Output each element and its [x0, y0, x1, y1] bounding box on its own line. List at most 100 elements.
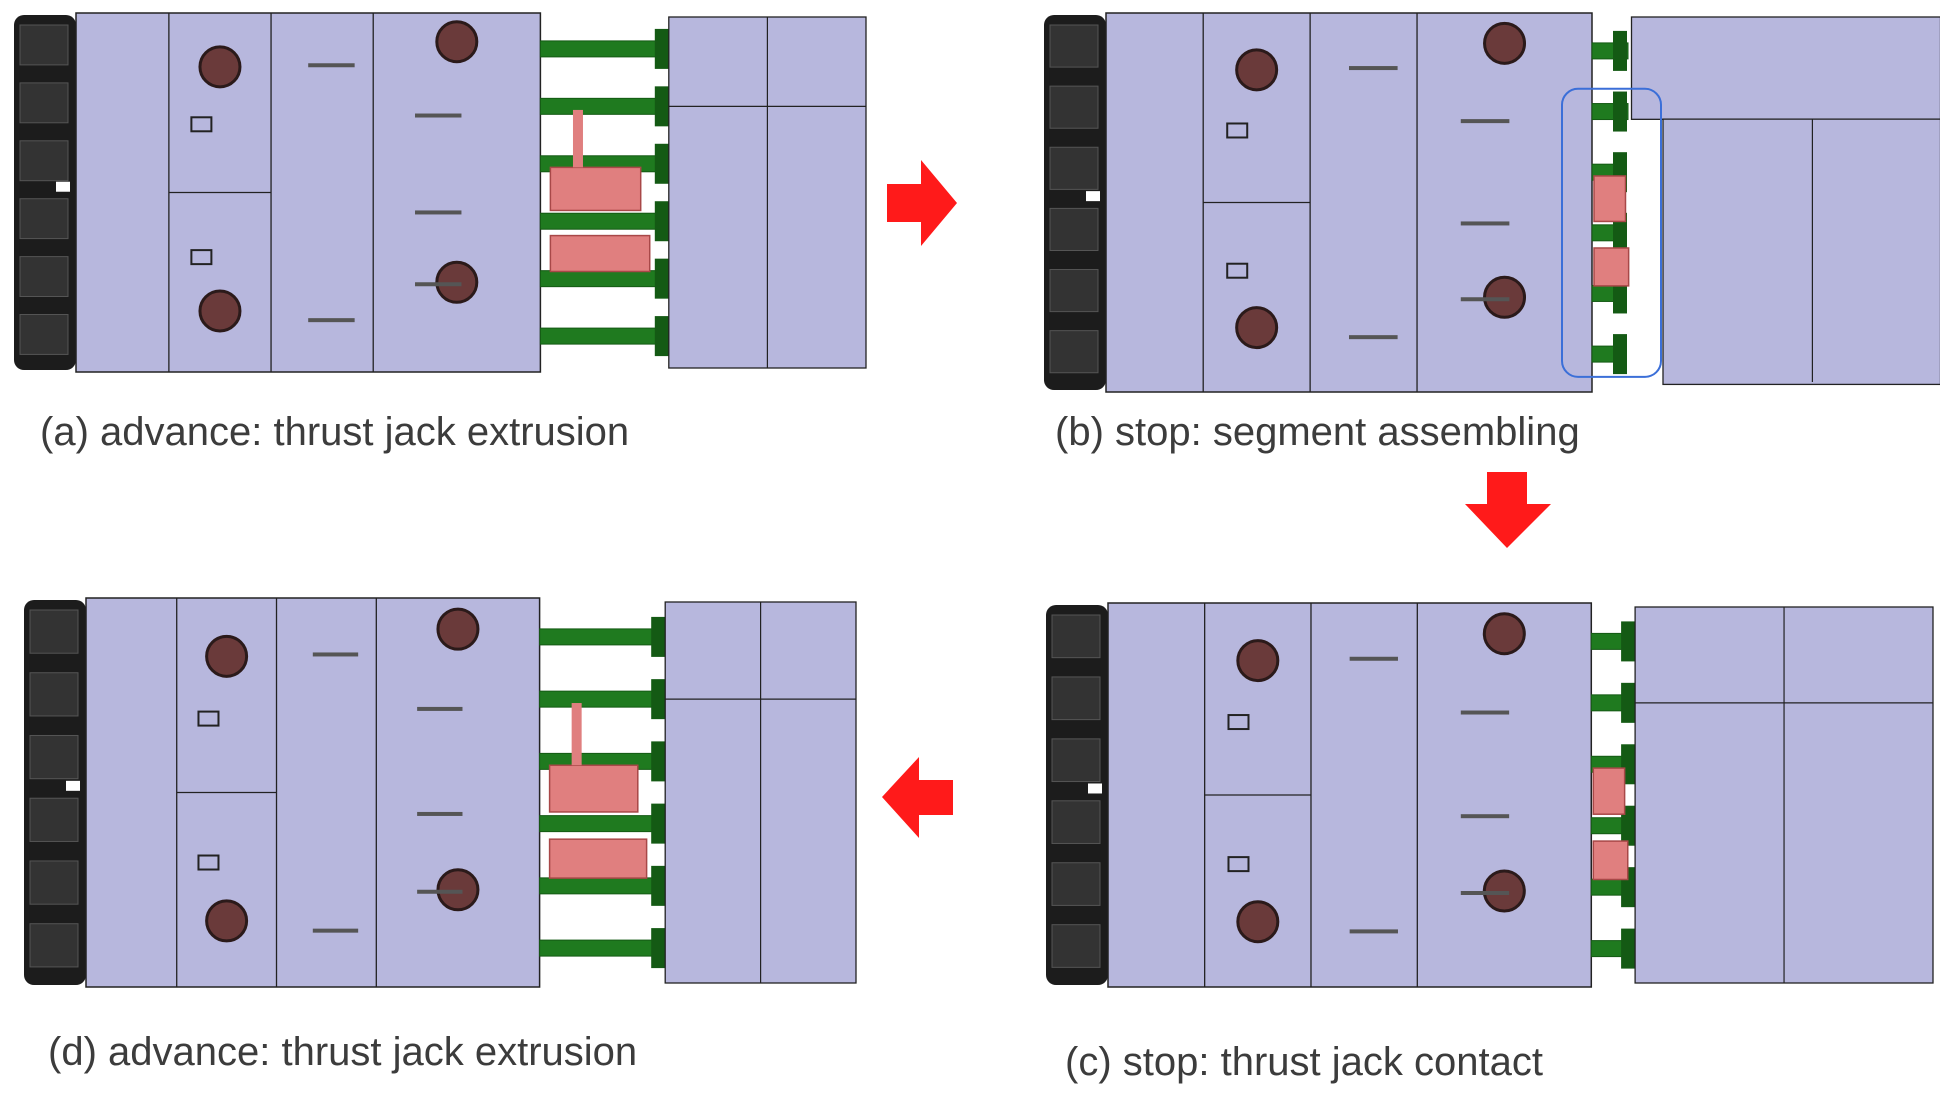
erector-arm: [549, 166, 642, 212]
segment-lining: [1561, 16, 1940, 386]
jack-shoe: [651, 928, 666, 969]
jack-shoe: [654, 143, 669, 184]
manhole: [1235, 48, 1279, 92]
jack-shoe: [1613, 30, 1627, 71]
bar: [415, 282, 462, 287]
manhole: [436, 607, 480, 651]
jack-shoe: [651, 803, 666, 844]
cutter-tooth: [29, 734, 79, 780]
bar: [1460, 891, 1510, 895]
cutter-tooth: [1051, 862, 1101, 906]
cutter-tooth: [1051, 614, 1101, 659]
panel-b: [1040, 5, 1940, 400]
segment-erector: [1592, 767, 1629, 881]
jack-rod: [539, 628, 658, 646]
thrust-jacks: [539, 616, 666, 969]
bar: [312, 652, 359, 657]
cutter-notch: [1088, 783, 1102, 794]
bar: [417, 889, 463, 894]
bar: [415, 210, 462, 215]
segment-erector: [548, 703, 648, 879]
manhole: [1482, 612, 1526, 656]
cutter-tooth: [1051, 924, 1101, 968]
cutter-tooth: [1049, 146, 1099, 190]
erector-mast: [572, 109, 583, 168]
caption-b: (b) stop: segment assembling: [1055, 410, 1580, 454]
segment-lining: [668, 16, 867, 369]
bar: [308, 318, 355, 323]
erector-base: [1593, 247, 1630, 287]
jack-rod: [539, 97, 662, 115]
cutter-tooth: [1051, 676, 1101, 721]
jack-rod: [539, 40, 662, 58]
cutter-notch: [56, 181, 70, 192]
manhole: [205, 634, 249, 678]
front-shield: [1107, 602, 1593, 988]
segment-new: [1662, 118, 1940, 386]
manhole: [198, 45, 242, 89]
erector-base: [549, 234, 651, 273]
erector-arm: [1593, 175, 1627, 223]
front-shield: [1105, 12, 1593, 393]
bar: [1460, 297, 1510, 302]
shield-body: [75, 12, 542, 373]
cutter-head: [1046, 605, 1108, 985]
tbm-diagram-b: [1044, 12, 1940, 393]
segment-upper: [1630, 16, 1940, 120]
erector-arm: [548, 764, 639, 813]
port: [1226, 262, 1249, 279]
cutter-tooth: [19, 24, 69, 66]
erector-arm: [1592, 767, 1626, 815]
jack-shoe: [1613, 212, 1627, 253]
port: [1227, 714, 1250, 731]
erector-mast: [571, 703, 582, 766]
cutter-head: [24, 600, 86, 985]
panel-a: [10, 5, 870, 380]
cutter-tooth: [19, 198, 69, 240]
jack-rod: [539, 939, 658, 957]
manhole: [1235, 306, 1279, 350]
manhole: [198, 289, 242, 333]
bar: [1460, 710, 1510, 715]
cutter-tooth: [19, 82, 69, 124]
shield-body: [1107, 602, 1593, 988]
jack-shoe: [651, 679, 666, 720]
segment-erector: [549, 109, 651, 273]
port: [1227, 856, 1250, 873]
cutter-tooth: [19, 314, 69, 355]
manhole: [435, 20, 479, 64]
jack-rod: [539, 690, 658, 708]
erector-base: [548, 838, 648, 879]
port: [190, 249, 213, 266]
cutter-tooth: [19, 140, 69, 182]
bar: [1349, 656, 1398, 661]
panel-d: [20, 590, 860, 995]
arrow-right-icon: [887, 160, 957, 246]
cutter-tooth: [29, 609, 79, 654]
cutter-notch: [66, 780, 80, 791]
arrow-left-icon: [882, 757, 953, 838]
jack-shoe: [651, 741, 666, 782]
cutter-tooth: [1049, 24, 1099, 68]
panel-c: [1042, 595, 1937, 995]
cutter-tooth: [1049, 330, 1099, 374]
tbm-diagram-c: [1046, 602, 1934, 988]
cutter-head: [14, 15, 76, 370]
bar: [1460, 119, 1510, 124]
jack-shoe: [651, 865, 666, 906]
front-shield: [85, 597, 541, 988]
jack-shoe: [1621, 621, 1636, 662]
tbm-diagram-d: [24, 597, 857, 988]
jack-rod: [539, 327, 662, 345]
manhole: [1236, 900, 1280, 944]
cutter-head: [1044, 15, 1106, 390]
segment-lining: [664, 601, 857, 984]
jack-rod: [539, 877, 658, 895]
cutter-tooth: [29, 797, 79, 842]
bar: [417, 811, 463, 816]
jack-shoe: [1613, 334, 1627, 375]
arrow-down-shape: [1465, 472, 1551, 548]
cutter-tooth: [1051, 800, 1101, 844]
bar: [1460, 221, 1510, 226]
bar: [1349, 66, 1398, 71]
